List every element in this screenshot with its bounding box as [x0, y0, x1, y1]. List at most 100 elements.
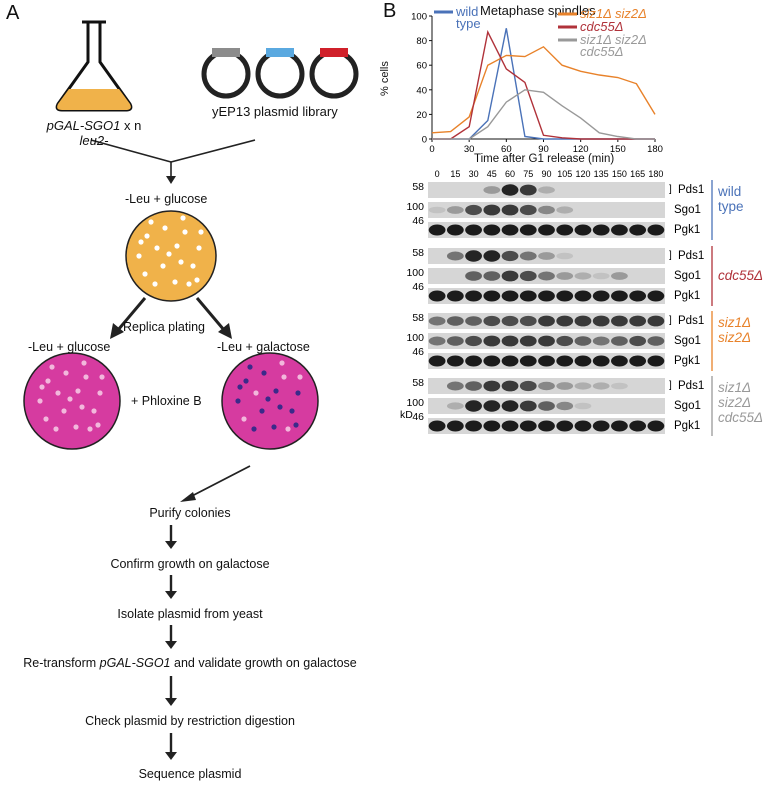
blot-band	[611, 355, 628, 367]
blot-band	[611, 336, 628, 346]
marker-label: 100	[406, 267, 424, 279]
blot-band	[538, 381, 555, 391]
colony	[160, 263, 166, 269]
blot-band	[465, 290, 482, 302]
marker-label: 46	[412, 215, 424, 227]
legend-label: cdc55Δ	[580, 44, 623, 59]
flask-icon	[55, 20, 133, 112]
colony	[273, 388, 279, 394]
blot-band	[592, 420, 610, 432]
blot-band	[538, 186, 555, 194]
strain-label: pGAL-SGO1 x n leu2-	[46, 118, 142, 148]
colony	[83, 374, 89, 380]
colony	[91, 408, 97, 414]
blot-band	[519, 251, 537, 261]
colony	[182, 229, 188, 235]
time-point-label: 180	[648, 169, 663, 179]
blot-band	[428, 206, 446, 214]
blot-band	[446, 316, 464, 326]
blot-band	[592, 382, 610, 390]
down-arrow-icon	[165, 752, 177, 760]
blot-band	[519, 184, 537, 196]
blot-band	[629, 420, 647, 432]
series-line-cdc55-	[432, 29, 655, 140]
blot-band	[483, 420, 501, 432]
y-tick-label: 20	[416, 110, 427, 121]
x-tick-label: 180	[647, 144, 663, 155]
blot-band	[611, 224, 628, 236]
blot-band	[574, 420, 592, 432]
blot-band	[647, 355, 665, 367]
legend-label: cdc55Δ	[580, 19, 623, 34]
colony	[79, 404, 85, 410]
blot-band	[483, 224, 501, 236]
colony	[265, 396, 271, 402]
blot-band	[538, 205, 555, 215]
protein-label-pds1: Pds1	[678, 250, 704, 262]
time-point-label: 30	[469, 169, 479, 179]
blot-band	[647, 336, 665, 346]
colony	[61, 408, 67, 414]
y-tick-label: 0	[422, 135, 427, 146]
legend-label: wild	[455, 4, 478, 19]
blot-band	[611, 290, 628, 302]
kd-label: kD	[400, 409, 413, 421]
blot-strip	[428, 182, 665, 198]
library-label: yEP13 plasmid library	[212, 104, 338, 119]
colony	[261, 370, 267, 376]
protein-label-pds1: Pds1	[678, 315, 704, 327]
marker-label: 46	[412, 411, 424, 423]
legend-label: siz1Δ siz2Δ	[580, 6, 647, 21]
blot-band	[483, 186, 501, 194]
group-label: siz1Δ	[718, 380, 751, 395]
blot-band	[501, 290, 519, 302]
blot-band	[446, 355, 464, 367]
colony	[196, 245, 202, 251]
blot-band	[465, 355, 482, 367]
blot-band	[647, 290, 665, 302]
colony	[136, 253, 142, 259]
blot-band	[519, 204, 537, 216]
colony	[180, 215, 186, 221]
down-arrow-icon	[165, 591, 177, 599]
blot-band	[574, 272, 592, 280]
legend-label: type	[456, 16, 481, 31]
blot-band	[538, 290, 555, 302]
protein-label-sgo1: Sgo1	[674, 400, 701, 412]
blot-band	[538, 252, 555, 260]
blot-band	[501, 315, 519, 327]
colony	[53, 426, 59, 432]
time-point-label: 150	[612, 169, 627, 179]
blot-band	[538, 401, 555, 411]
blot-band	[501, 184, 519, 196]
colony	[174, 243, 180, 249]
plate1-label: -Leu + glucose	[125, 192, 208, 206]
blot-band	[611, 382, 628, 390]
blot-band	[501, 204, 519, 216]
blot-band	[519, 355, 537, 367]
band-bracket: ]	[669, 184, 672, 195]
blot-band	[465, 316, 482, 326]
blot-band	[501, 224, 519, 236]
colony	[190, 263, 196, 269]
colony	[49, 364, 55, 370]
colony	[99, 374, 105, 380]
time-point-label: 45	[487, 169, 497, 179]
blot-band	[556, 382, 574, 390]
marker-label: 100	[406, 201, 424, 213]
blot-band	[519, 270, 537, 282]
plate-right-label: -Leu + galactose	[217, 340, 310, 354]
blot-band	[465, 271, 482, 281]
colony	[39, 384, 45, 390]
down-arrow-icon	[165, 641, 177, 649]
time-point-label: 165	[630, 169, 645, 179]
blot-band	[483, 271, 501, 281]
blot-band	[465, 204, 482, 216]
blot-band	[592, 272, 610, 280]
colony	[138, 239, 144, 245]
time-point-label: 90	[541, 169, 551, 179]
blot-band	[465, 400, 482, 412]
colony	[43, 416, 49, 422]
colony	[95, 422, 101, 428]
